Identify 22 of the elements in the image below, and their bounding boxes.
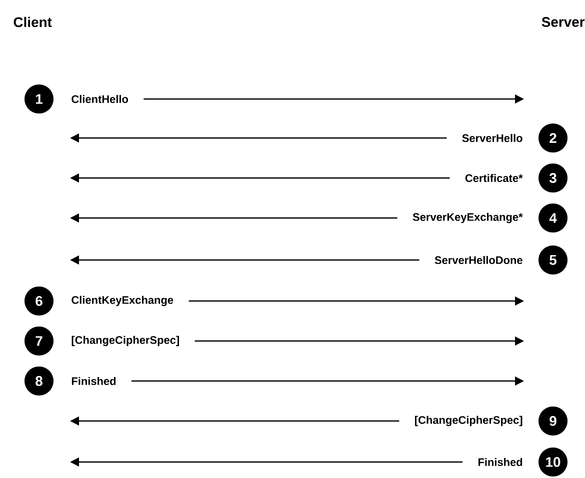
- step-number: 8: [24, 366, 54, 396]
- column-heading: Client: [14, 16, 52, 28]
- step-number: 10: [538, 448, 568, 476]
- message-label: Finished: [478, 458, 522, 466]
- step-number: 6: [24, 286, 54, 316]
- step-number: 9: [538, 406, 568, 436]
- step-number: 2: [538, 124, 568, 152]
- step-number: 5: [538, 246, 568, 274]
- column-heading: Server: [542, 17, 585, 27]
- message-label: [ChangeCipherSpec]: [415, 416, 522, 426]
- step-number: 1: [24, 84, 54, 114]
- step-number: 4: [538, 204, 568, 232]
- message-label: ClientHello: [72, 94, 128, 104]
- message-label: ClientKeyExchange: [72, 296, 174, 306]
- message-label: Certificate*: [465, 174, 523, 182]
- message-label: ServerHello: [462, 134, 522, 142]
- message-label: [ChangeCipherSpec]: [72, 336, 179, 346]
- message-label: Finished: [72, 376, 116, 386]
- step-number: 7: [24, 326, 54, 356]
- message-label: ServerKeyExchange*: [412, 212, 523, 224]
- message-label: ServerHelloDone: [434, 256, 522, 264]
- step-number: 3: [538, 164, 568, 192]
